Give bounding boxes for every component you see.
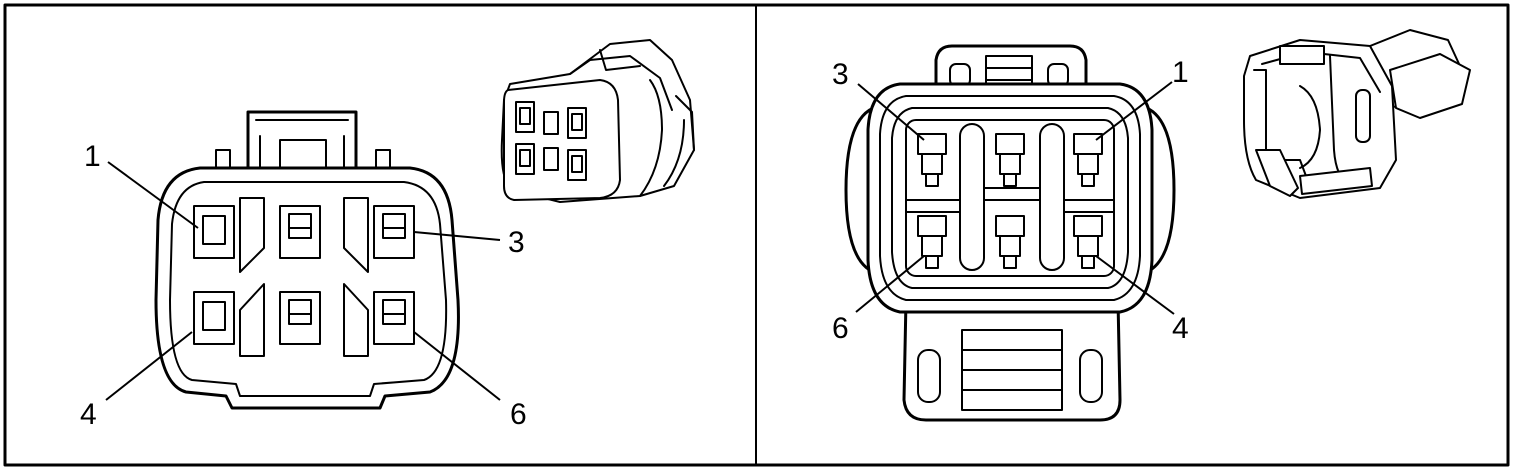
left-pin-label-6: 6 xyxy=(510,398,527,431)
right-pin-label-6: 6 xyxy=(832,312,849,345)
left-pin-label-4: 4 xyxy=(80,398,97,431)
left-housing xyxy=(154,166,460,410)
left-pin-label-1: 1 xyxy=(84,140,101,173)
right-connector-perspective xyxy=(1243,29,1471,199)
right-pin-label-3: 3 xyxy=(832,58,849,91)
left-connector-face xyxy=(154,110,460,410)
right-pin-label-1: 1 xyxy=(1172,56,1189,89)
right-connector-face xyxy=(844,44,1176,422)
left-pin-label-3: 3 xyxy=(508,226,525,259)
left-connector-perspective xyxy=(500,39,695,203)
right-pin-label-4: 4 xyxy=(1172,312,1189,345)
